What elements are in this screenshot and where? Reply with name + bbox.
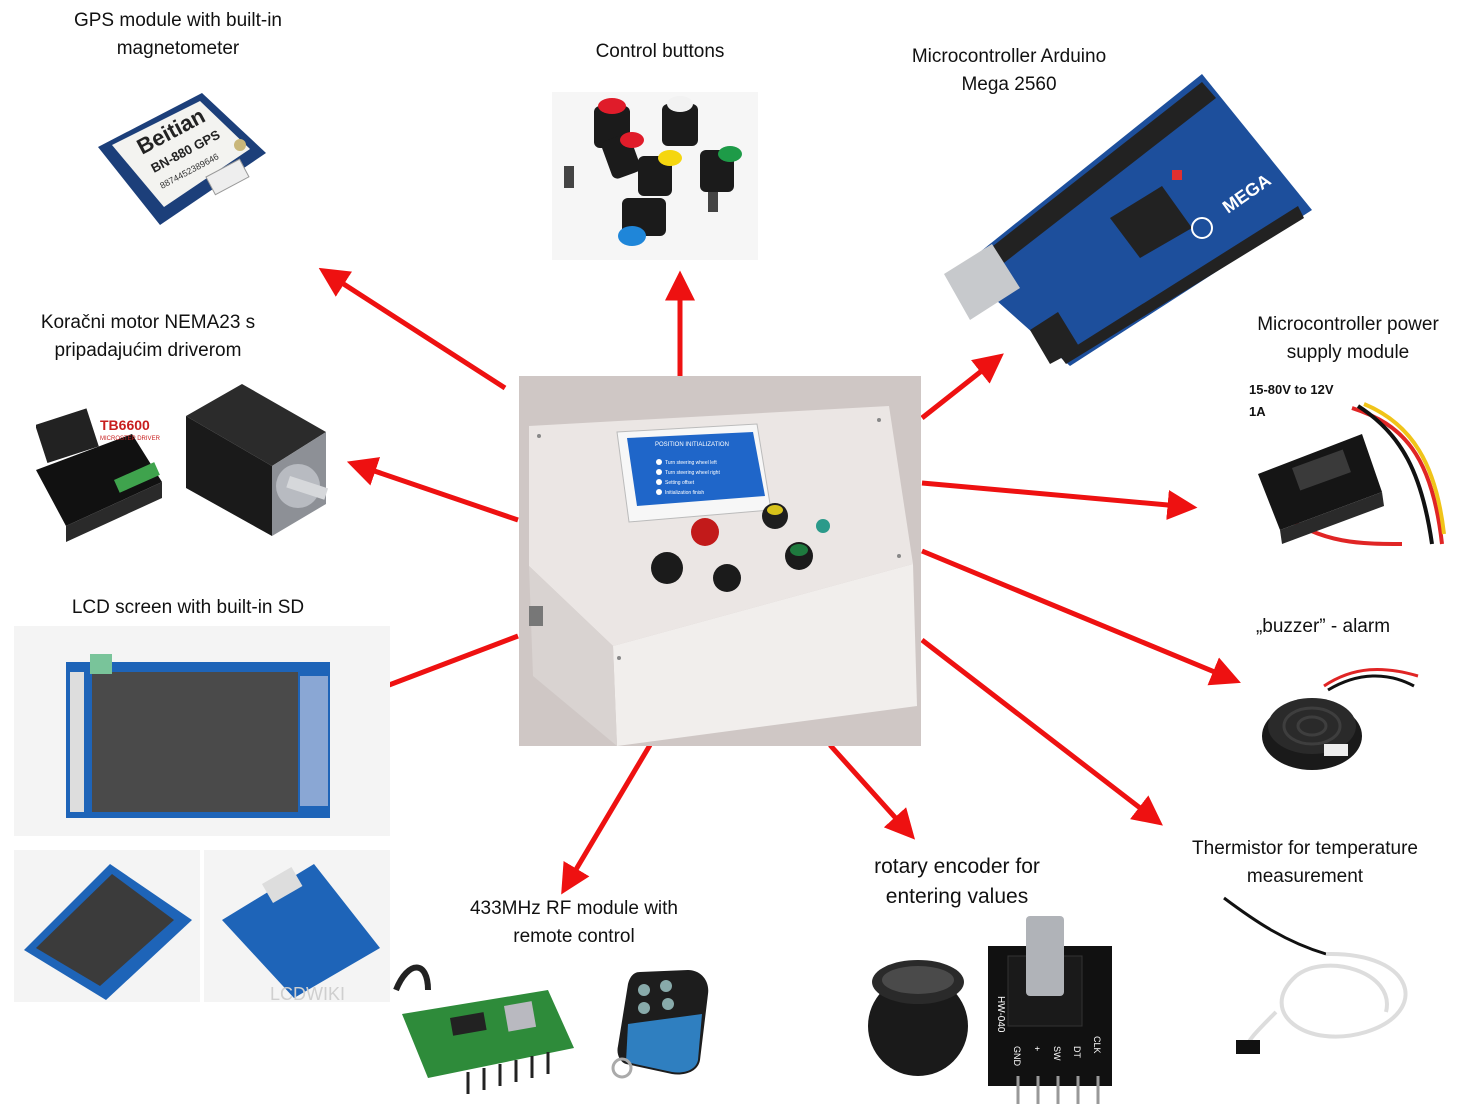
device-knob [651,552,683,584]
buzzer-image [1262,668,1419,770]
rf-label-line1: 433MHz RF module with [469,898,679,919]
control-buttons-image [552,92,758,260]
encoder-pin-gnd: GND [1012,1046,1022,1067]
rf-label: 433MHz RF module with remote control [436,895,712,951]
arduino-label-line1: Microcontroller Arduino [911,46,1107,67]
encoder-label: rotary encoder for entering values [836,852,1078,912]
button-green [700,146,742,192]
button-white [662,96,698,146]
remote-control-image [611,970,709,1079]
arrow-to-rf [561,743,653,895]
power-label-line1: Microcontroller power [1257,314,1439,335]
lcd-label-line1: LCD screen with built-in SD [71,597,305,618]
power-module-image [1258,402,1446,546]
driver-sub: MICROSTEP DRIVER [100,436,161,442]
motor-label: Koračni motor NEMA23 s pripadajućim driv… [10,309,286,365]
lcd-watermark: LCDWIKI [270,984,345,1002]
power-spec-line1: 15-80V to 12V [1249,382,1334,397]
device-button-black [713,564,741,592]
encoder-pin-clk: CLK [1092,1036,1102,1054]
buzzer-label: „buzzer” - alarm [1218,613,1428,641]
gps-label: GPS module with built-in magnetometer [40,7,316,63]
power-label: Microcontroller power supply module [1228,311,1468,367]
power-spec-line2: 1A [1249,404,1266,419]
buzzer-label-line1: „buzzer” - alarm [1255,616,1391,637]
stepper-motor-image: TB6600 MICROSTEP DRIVER [36,384,329,542]
button-red-2 [601,132,644,179]
gps-label-line2: magnetometer [116,38,240,59]
encoder-pins: GND + SW DT CLK [1012,1036,1102,1067]
encoder-pin-sw: SW [1052,1046,1062,1061]
thermistor-image [1223,896,1408,1054]
encoder-pin-dt: DT [1072,1046,1082,1058]
buttons-label-line1: Control buttons [595,41,725,62]
rf-module-image [393,964,574,1094]
buttons-label: Control buttons [560,38,760,66]
arrow-to-gps [318,267,507,391]
encoder-label-line1: rotary encoder for [874,855,1040,878]
arrow-to-motor [346,457,519,523]
device-button-red [691,518,719,546]
thermistor-label-line2: measurement [1246,866,1364,887]
encoder-label-line2: entering values [885,885,1029,908]
arrow-to-encoder [828,743,916,840]
encoder-pin-plus: + [1032,1046,1042,1051]
rotary-encoder-image: HW-040 GND + SW DT CLK [868,916,1112,1104]
gps-label-line1: GPS module with built-in [73,10,283,31]
thermistor-label: Thermistor for temperature measurement [1160,835,1450,891]
encoder-board-text: HW-040 [995,996,1006,1033]
button-yellow [638,150,682,196]
device-menu-item-1: Turn steering wheel left [665,460,717,466]
device-menu-item-2: Turn steering wheel right [665,470,720,476]
lcd-back-image: LCDWIKI [204,850,390,1002]
gps-module-image: Beitian BN-880 GPS 8874452389646 [98,93,266,225]
lcd-main-image [14,626,390,836]
button-blue [618,198,666,246]
arrow-to-thermistor [920,638,1163,826]
device-screen-title: POSITION INITIALIZATION [655,442,729,448]
arrow-to-arduino [920,353,1004,420]
arduino-label-line2: Mega 2560 [961,74,1057,95]
power-label-line2: supply module [1286,342,1410,363]
device-menu: Turn steering wheel left Turn steering w… [656,459,720,496]
device-menu-item-4: Initialization finish [665,490,704,496]
rf-label-line2: remote control [513,926,635,947]
thermistor-label-line1: Thermistor for temperature [1192,838,1418,859]
driver-label: TB6600 [100,417,150,433]
device-led [816,519,830,533]
lcd-angle-image [14,850,200,1002]
arduino-label: Microcontroller Arduino Mega 2560 [878,43,1140,99]
power-spec: 15-80V to 12V 1A [1249,379,1334,423]
arrow-to-buzzer [921,548,1241,686]
arduino-mega-image: MEGA [944,74,1312,366]
arrow-to-power [921,480,1198,520]
motor-label-line1: Koračni motor NEMA23 s [40,312,256,333]
device-photo: POSITION INITIALIZATION Turn steering wh… [519,376,921,746]
motor-label-line2: pripadajućim driverom [54,340,242,361]
device-menu-item-3: Setting offset [665,480,695,486]
